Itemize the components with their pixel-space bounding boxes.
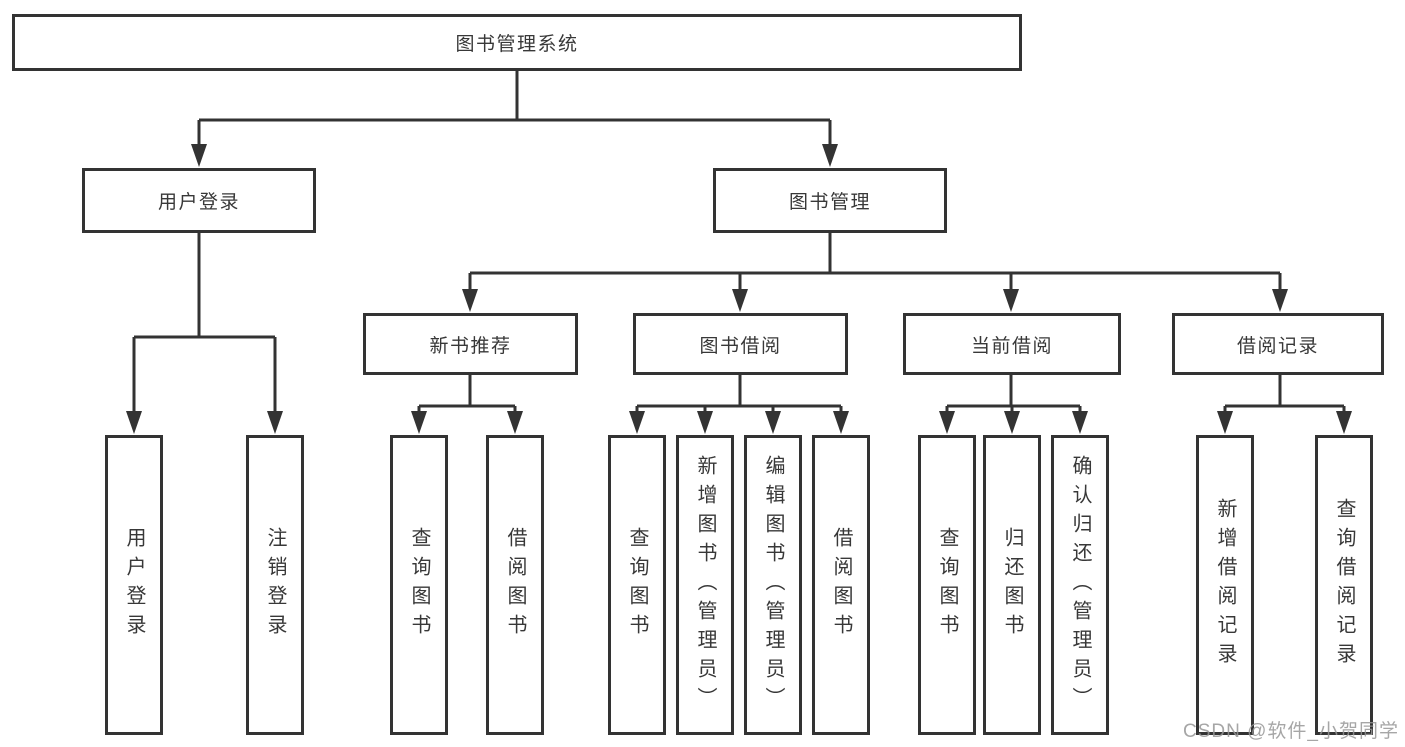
node-label: 确认归还（管理员） <box>1069 454 1091 716</box>
node-label: 图书借阅 <box>699 335 782 357</box>
node-new-book-recommend: 新书推荐 <box>363 313 578 375</box>
node-label: 归还图书 <box>1001 527 1023 643</box>
connector-current-borrow-children <box>939 375 1088 434</box>
connector-root-to-level2 <box>191 71 838 167</box>
node-label: 查询图书 <box>626 527 648 643</box>
node-label: 查询借阅记录 <box>1333 498 1355 672</box>
node-label: 用户登录 <box>157 192 240 213</box>
node-label: 用户登录 <box>123 527 145 643</box>
node-label: 查询图书 <box>408 527 430 643</box>
connector-borrow-records-children <box>1217 375 1352 434</box>
leaf-borrow-books: 借阅图书 <box>812 435 870 735</box>
node-library-management-system: 图书管理系统 <box>12 14 1022 71</box>
leaf-add-book-admin: 新增图书（管理员） <box>676 435 734 735</box>
leaf-edit-book-admin: 编辑图书（管理员） <box>744 435 802 735</box>
node-user-login: 用户登录 <box>82 168 316 233</box>
leaf-user-login: 用户登录 <box>105 435 163 735</box>
node-label: 图书管理 <box>788 192 871 213</box>
leaf-add-borrow-record: 新增借阅记录 <box>1196 435 1254 735</box>
node-label: 注销登录 <box>264 527 286 643</box>
leaf-return-books: 归还图书 <box>983 435 1041 735</box>
leaf-logout: 注销登录 <box>246 435 304 735</box>
node-book-management: 图书管理 <box>713 168 947 233</box>
leaf-query-books-recommend: 查询图书 <box>390 435 448 735</box>
leaf-query-books-current: 查询图书 <box>918 435 976 735</box>
leaf-confirm-return-admin: 确认归还（管理员） <box>1051 435 1109 735</box>
csdn-watermark: CSDN @软件_小贺同学 <box>1183 721 1399 742</box>
leaf-query-borrow-record: 查询借阅记录 <box>1315 435 1373 735</box>
leaf-query-books-borrow: 查询图书 <box>608 435 666 735</box>
node-label: 借阅记录 <box>1236 335 1319 357</box>
connector-new-book-recommend-children <box>411 375 523 434</box>
node-book-borrow: 图书借阅 <box>633 313 848 375</box>
node-label: 借阅图书 <box>504 527 526 643</box>
node-label: 当前借阅 <box>970 335 1053 357</box>
node-current-borrow: 当前借阅 <box>903 313 1121 375</box>
leaf-borrow-books-recommend: 借阅图书 <box>486 435 544 735</box>
node-label: 新增借阅记录 <box>1214 498 1236 672</box>
node-label: 新增图书（管理员） <box>694 454 716 716</box>
node-label: 借阅图书 <box>830 527 852 643</box>
node-label: 编辑图书（管理员） <box>762 454 784 716</box>
node-label: 图书管理系统 <box>455 34 579 55</box>
node-label: 新书推荐 <box>429 335 512 357</box>
connector-book-management-children <box>462 233 1288 312</box>
connector-book-borrow-children <box>629 375 849 434</box>
node-label: 查询图书 <box>936 527 958 643</box>
connector-user-login-children <box>126 233 283 434</box>
node-borrow-records: 借阅记录 <box>1172 313 1384 375</box>
